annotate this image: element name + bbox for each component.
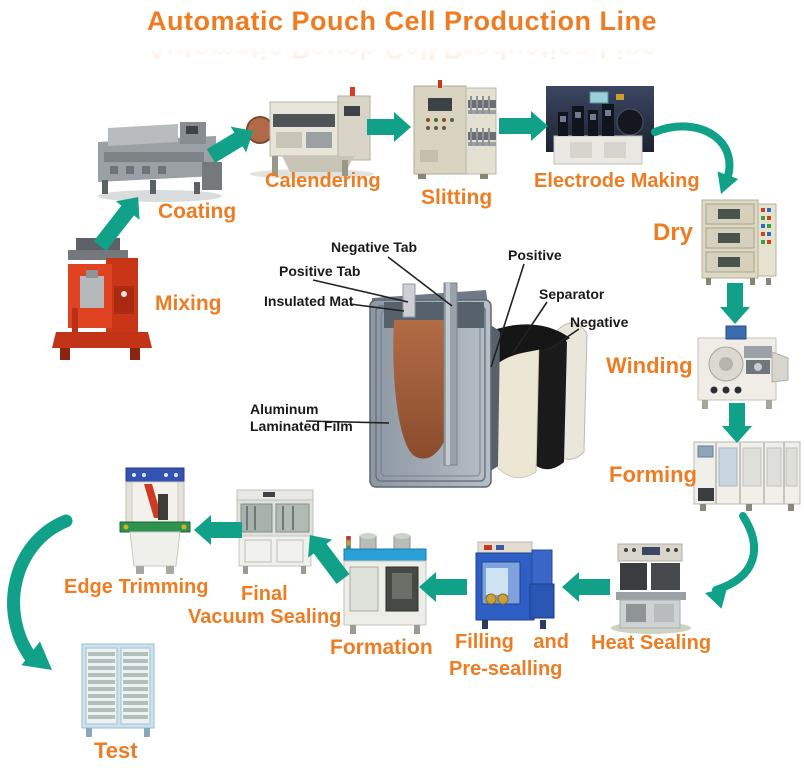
label-calendering: Calendering bbox=[265, 170, 381, 192]
label-final-vacuum-line2: Vacuum Sealing bbox=[188, 606, 342, 628]
label-test: Test bbox=[94, 738, 138, 763]
machine-electrode-making-illustration bbox=[546, 86, 654, 170]
machine-winding-illustration bbox=[692, 322, 792, 410]
machine-filling-presealing-illustration bbox=[470, 540, 558, 632]
machine-test-illustration bbox=[76, 640, 162, 738]
label-winding: Winding bbox=[606, 353, 693, 378]
label-mixing: Mixing bbox=[155, 292, 222, 315]
machine-final-vacuum-sealing-illustration bbox=[233, 486, 317, 574]
label-final-vacuum-line1: Final bbox=[241, 583, 288, 605]
label-filling-line2: Pre-sealling bbox=[449, 658, 563, 680]
label-formation: Formation bbox=[330, 636, 433, 659]
label-filling-line1: Filling and bbox=[455, 631, 569, 653]
page-title: Automatic Pouch Cell Production Line bbox=[146, 6, 658, 36]
arrow-forming-to-heat-sealing bbox=[705, 512, 759, 609]
label-edge-trimming: Edge Trimming bbox=[64, 576, 209, 598]
machine-edge-trimming-illustration bbox=[118, 466, 192, 576]
machine-slitting-illustration bbox=[408, 80, 500, 180]
label-dry: Dry bbox=[653, 219, 694, 246]
label-slitting: Slitting bbox=[421, 186, 493, 209]
cell-label-negative: Negative bbox=[570, 314, 629, 330]
cell-label-negative-tab: Negative Tab bbox=[331, 239, 418, 255]
cell-label-aluminum-film-line2: Laminated Film bbox=[250, 418, 353, 434]
label-electrode-making: Electrode Making bbox=[534, 170, 700, 192]
machine-mixing-illustration bbox=[48, 236, 158, 364]
pouch-cell-cutaway-illustration bbox=[362, 280, 592, 495]
machine-calendering-illustration bbox=[242, 86, 380, 182]
cell-label-aluminum-film-line1: Aluminum bbox=[250, 401, 319, 417]
cell-label-insulated-mat: Insulated Mat bbox=[264, 293, 354, 309]
label-coating: Coating bbox=[158, 200, 237, 223]
arrow-slitting-to-electrode-making bbox=[499, 111, 548, 141]
label-forming: Forming bbox=[609, 462, 697, 487]
cell-label-positive: Positive bbox=[508, 247, 562, 263]
cell-label-separator: Separator bbox=[539, 286, 605, 302]
machine-dry-illustration bbox=[694, 194, 782, 286]
machine-coating-illustration bbox=[90, 112, 230, 204]
arrow-heat-sealing-to-filling bbox=[562, 572, 610, 602]
machine-formation-illustration bbox=[336, 532, 434, 636]
page-title-reflection: Automatic Pouch Cell Production Line bbox=[146, 34, 658, 64]
cell-label-positive-tab: Positive Tab bbox=[279, 263, 361, 279]
machine-heat-sealing-illustration bbox=[610, 542, 692, 634]
label-heat-sealing: Heat Sealing bbox=[591, 632, 712, 654]
arrow-edge-trimming-to-test bbox=[7, 514, 73, 670]
arrow-dry-to-winding bbox=[720, 283, 750, 324]
machine-forming-illustration bbox=[690, 436, 804, 512]
